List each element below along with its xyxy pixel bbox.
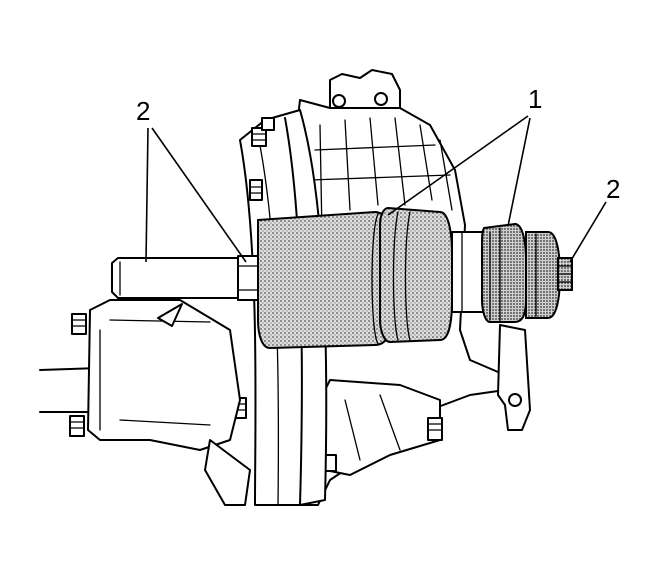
leader-line-1-b	[507, 117, 531, 227]
leader-line-1-a	[387, 115, 529, 216]
right-arm	[497, 324, 531, 431]
callout-label-2-left: 2	[136, 96, 150, 126]
axle-bracket	[39, 299, 251, 506]
callout-label-1: 1	[528, 84, 542, 114]
callout-label-2-right: 2	[606, 174, 620, 204]
leader-line-2-right	[569, 201, 607, 263]
flange-bolt	[251, 117, 275, 147]
leader-line-2-left-b	[151, 127, 247, 263]
puller-tool	[111, 206, 573, 350]
leader-line-2-left-a	[145, 127, 149, 263]
leader-lines	[145, 115, 607, 263]
flange-bolt	[249, 179, 263, 201]
